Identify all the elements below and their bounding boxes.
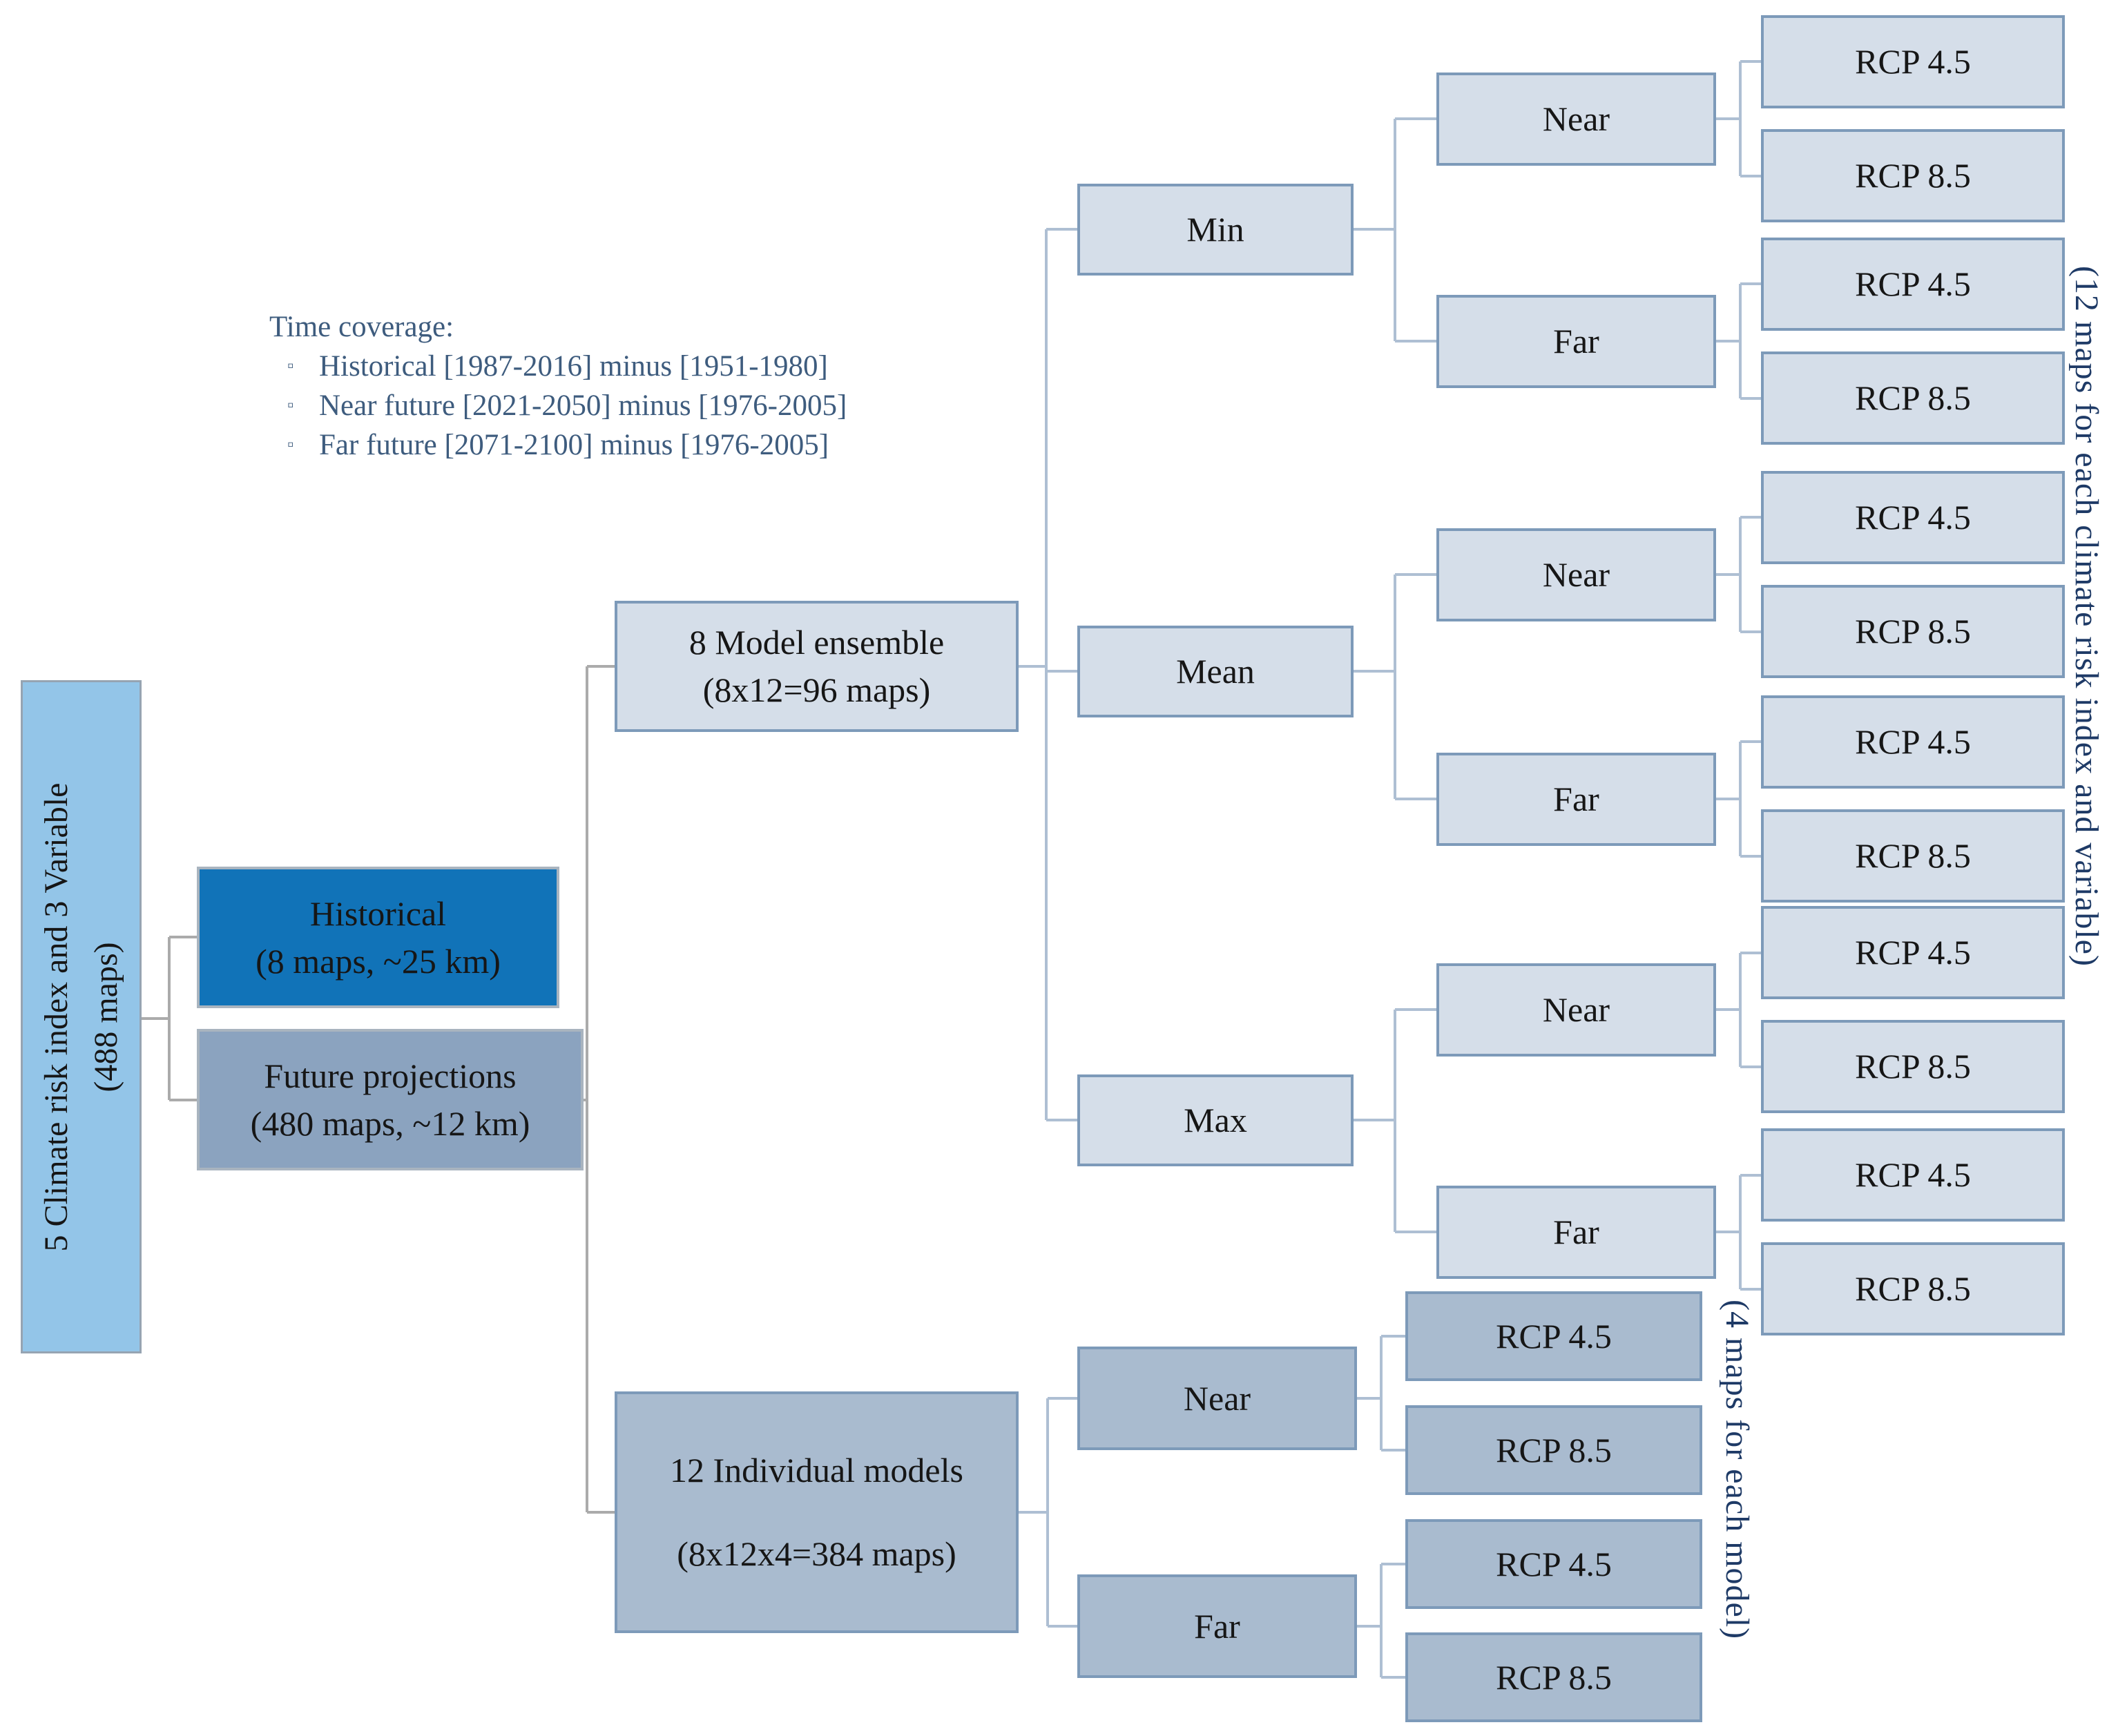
near-label: Near [1542,99,1610,138]
ensemble-line1: 8 Model ensemble [689,623,945,662]
connector-min-fork [1354,117,1436,343]
max-far-rcp45-node: RCP 4.5 [1761,1128,2065,1222]
time-coverage-legend: Time coverage: ▫ Historical [1987-2016] m… [269,308,847,465]
connector-min-near-fork [1716,60,1761,177]
bullet-icon: ▫ [287,356,294,376]
mean-far-node: Far [1436,753,1716,846]
connector-max-far-fork [1716,1174,1761,1291]
max-node: Max [1077,1074,1354,1166]
rcp85-label: RCP 8.5 [1855,1269,1971,1308]
rcp85-label: RCP 8.5 [1855,612,1971,650]
rcp45-label: RCP 4.5 [1496,1316,1612,1356]
future-line1: Future projections [264,1056,517,1095]
connector-max-near-fork [1716,952,1761,1068]
min-near-rcp85-node: RCP 8.5 [1761,129,2065,222]
bullet-icon: ▫ [287,434,294,454]
near-label: Near [1542,555,1610,594]
min-near-node: Near [1436,73,1716,166]
min-far-rcp85-node: RCP 8.5 [1761,351,2065,445]
connector-mean-fork [1354,573,1436,800]
connector-individual-fork [1019,1397,1077,1628]
connector-root-fork [142,936,197,1101]
rcp45-label: RCP 4.5 [1855,498,1971,537]
max-far-node: Far [1436,1186,1716,1279]
individual-far-node: Far [1077,1574,1357,1678]
rcp45-label: RCP 4.5 [1855,264,1971,303]
rcp45-label: RCP 4.5 [1855,42,1971,81]
model-ensemble-node: 8 Model ensemble (8x12=96 maps) [615,601,1019,732]
individual-near-rcp85-node: RCP 8.5 [1405,1405,1702,1495]
time-coverage-item-historical: ▫ Historical [1987-2016] minus [1951-1980… [269,347,847,386]
mean-near-node: Near [1436,528,1716,621]
min-label: Min [1186,210,1244,249]
mean-near-rcp85-node: RCP 8.5 [1761,585,2065,678]
connector-min-far-fork [1716,282,1761,400]
connector-mean-near-fork [1716,516,1761,633]
rcp85-label: RCP 8.5 [1855,1047,1971,1086]
individual-line2: (8x12x4=384 maps) [677,1534,956,1573]
individual-far-rcp45-node: RCP 4.5 [1405,1519,1702,1609]
historical-node: Historical (8 maps, ~25 km) [197,867,559,1008]
time-coverage-item-text: Near future [2021-2050] minus [1976-2005… [319,389,847,422]
root-node-line1: 5 Climate risk index and 3 Variable [37,782,75,1251]
time-coverage-item-far-future: ▫ Far future [2071-2100] minus [1976-2005… [269,425,847,465]
time-coverage-item-text: Far future [2071-2100] minus [1976-2005] [319,429,829,461]
individual-maps-note: (4 maps for each model) [1719,1300,1755,1640]
individual-line1: 12 Individual models [670,1451,963,1489]
connector-ind-far-fork [1357,1563,1405,1679]
individual-far-rcp85-node: RCP 8.5 [1405,1632,1702,1722]
min-far-rcp45-node: RCP 4.5 [1761,238,2065,331]
mean-node: Mean [1077,626,1354,717]
far-label: Far [1553,1213,1599,1251]
max-near-rcp85-node: RCP 8.5 [1761,1020,2065,1113]
root-node-line2: (488 maps) [87,941,124,1092]
root-node-climate-risk-index: 5 Climate risk index and 3 Variable (488… [21,680,142,1353]
rcp85-label: RCP 8.5 [1855,378,1971,417]
time-coverage-item-text: Historical [1987-2016] minus [1951-1980] [319,350,828,383]
historical-line1: Historical [309,894,447,933]
min-far-node: Far [1436,295,1716,388]
rcp85-label: RCP 8.5 [1496,1657,1612,1697]
max-near-rcp45-node: RCP 4.5 [1761,906,2065,999]
root-node-label: 5 Climate risk index and 3 Variable (488… [32,679,131,1356]
mean-near-rcp45-node: RCP 4.5 [1761,471,2065,564]
ensemble-line2: (8x12=96 maps) [702,671,931,709]
rcp85-label: RCP 8.5 [1496,1430,1612,1469]
ensemble-maps-note: (12 maps for each climate risk index and… [2068,266,2105,967]
rcp45-label: RCP 4.5 [1855,1155,1971,1194]
max-label: Max [1184,1101,1247,1139]
historical-line2: (8 maps, ~25 km) [256,941,501,981]
individual-models-node: 12 Individual models (8x12x4=384 maps) [615,1391,1019,1633]
mean-label: Mean [1176,652,1255,691]
rcp85-label: RCP 8.5 [1855,836,1971,875]
mean-far-rcp85-node: RCP 8.5 [1761,809,2065,903]
far-label: Far [1194,1606,1240,1646]
rcp45-label: RCP 4.5 [1496,1544,1612,1583]
connector-ind-near-fork [1357,1335,1405,1452]
connector-future-fork [584,665,615,1514]
individual-near-node: Near [1077,1347,1357,1450]
near-label: Near [1183,1378,1251,1418]
min-near-rcp45-node: RCP 4.5 [1761,15,2065,108]
future-projections-node: Future projections (480 maps, ~12 km) [197,1029,584,1170]
mean-far-rcp45-node: RCP 4.5 [1761,695,2065,789]
rcp45-label: RCP 4.5 [1855,933,1971,972]
time-coverage-title: Time coverage: [269,311,454,343]
max-far-rcp85-node: RCP 8.5 [1761,1242,2065,1335]
max-near-node: Near [1436,963,1716,1057]
min-node: Min [1077,184,1354,276]
time-coverage-item-near-future: ▫ Near future [2021-2050] minus [1976-200… [269,386,847,425]
connector-ensemble-fork [1019,228,1077,1121]
far-label: Far [1553,322,1599,360]
rcp45-label: RCP 4.5 [1855,722,1971,761]
connector-max-fork [1354,1008,1436,1233]
bullet-icon: ▫ [287,395,294,415]
rcp85-label: RCP 8.5 [1855,156,1971,195]
connector-mean-far-fork [1716,740,1761,858]
individual-near-rcp45-node: RCP 4.5 [1405,1291,1702,1381]
near-label: Near [1542,990,1610,1029]
far-label: Far [1553,780,1599,818]
future-line2: (480 maps, ~12 km) [250,1103,530,1143]
